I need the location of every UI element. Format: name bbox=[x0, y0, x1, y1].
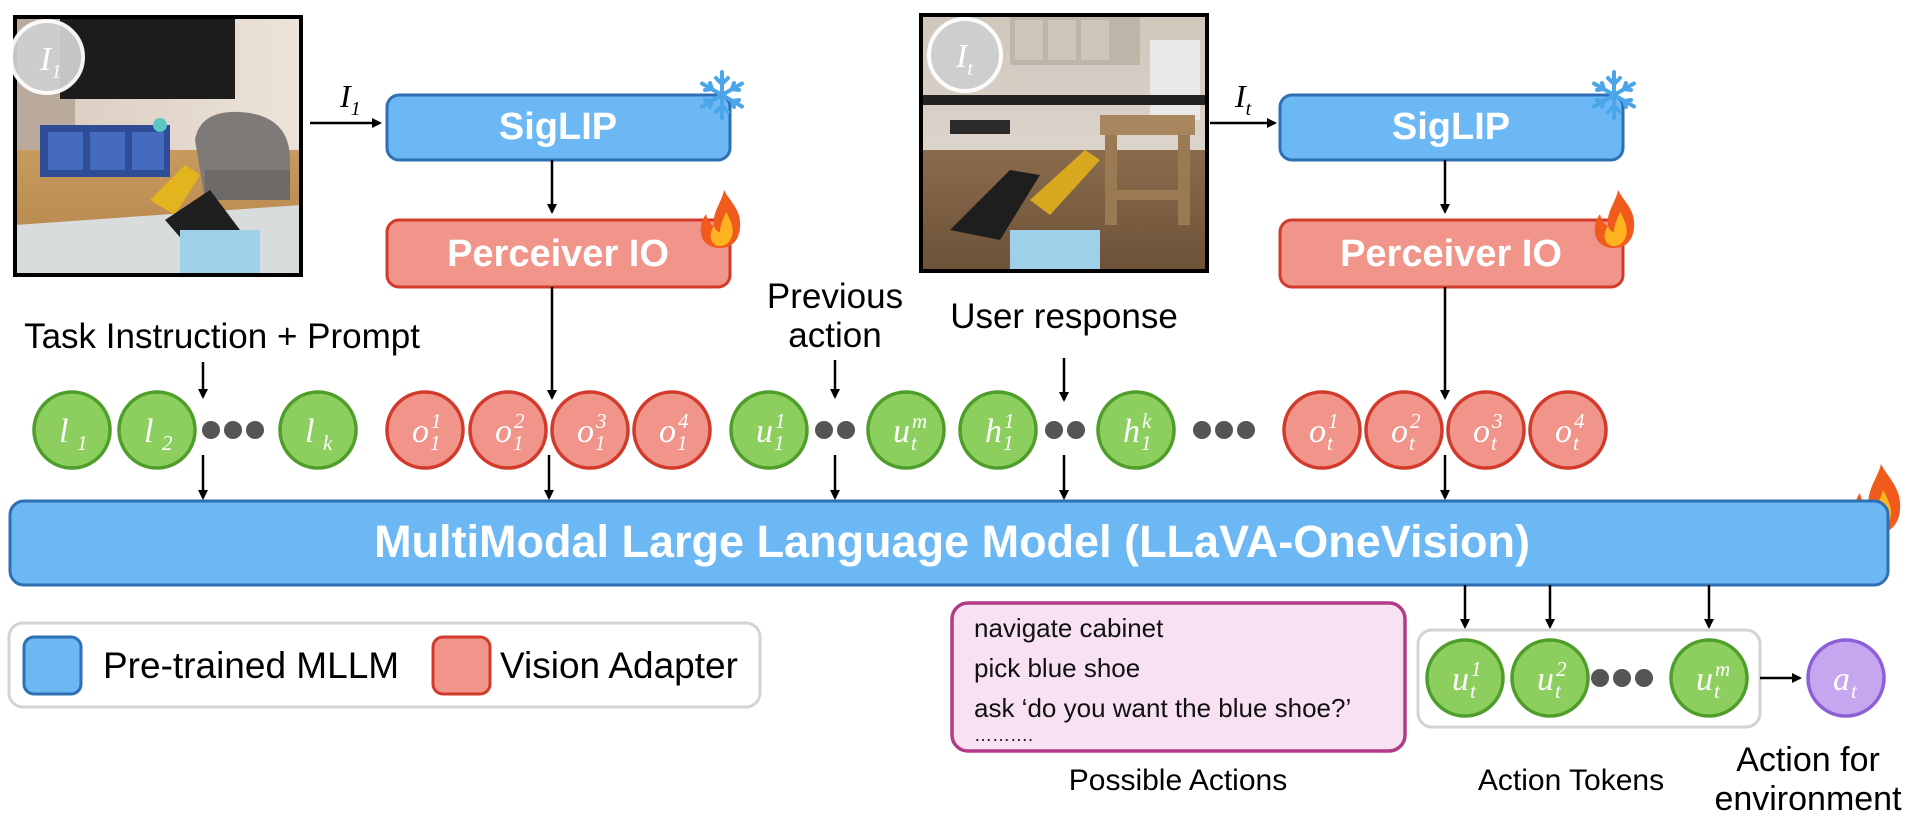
ellipsis-dots bbox=[815, 421, 855, 439]
encoder-column-1: I1 SigLIP Perceiver IO bbox=[310, 78, 732, 400]
environment-action-token-label: at bbox=[1833, 661, 1858, 703]
possible-action-item: navigate cabinet bbox=[974, 613, 1164, 643]
previous-action-label-line2: action bbox=[788, 316, 881, 355]
ellipsis-dots bbox=[202, 421, 264, 439]
mllm-box bbox=[8, 499, 1890, 587]
image-1-label: I1 bbox=[39, 41, 61, 83]
fire-icon bbox=[700, 190, 741, 248]
legend: Pre-trained MLLM Vision Adapter bbox=[7, 621, 762, 709]
possible-action-item: ………. bbox=[974, 725, 1033, 745]
perceiver-label-1: Perceiver IO bbox=[447, 233, 669, 275]
ellipsis-dots bbox=[1193, 421, 1255, 439]
image-t-arrow-label: It bbox=[1234, 78, 1252, 120]
snowflake-icon bbox=[1592, 70, 1636, 120]
token-to-mllm-arrows bbox=[198, 455, 1450, 500]
perceiver-box-1 bbox=[385, 218, 732, 289]
legend-swatch-adapter bbox=[431, 635, 492, 696]
previous-action-label-line1: Previous bbox=[767, 277, 903, 316]
possible-action-item: ask ‘do you want the blue shoe?’ bbox=[974, 693, 1351, 723]
mllm-to-output-arrows bbox=[1460, 585, 1714, 629]
snowflake-icon bbox=[700, 70, 744, 120]
legend-swatch-pretrained bbox=[22, 635, 83, 696]
action-caption-line1: Action for bbox=[1736, 741, 1880, 779]
perceiver-label-t: Perceiver IO bbox=[1340, 233, 1562, 275]
possible-actions-caption: Possible Actions bbox=[1069, 764, 1287, 797]
legend-adapter-label: Vision Adapter bbox=[500, 645, 738, 686]
image-t-label: It bbox=[955, 38, 973, 80]
legend-pretrained-label: Pre-trained MLLM bbox=[103, 645, 399, 686]
task-instruction-label: Task Instruction + Prompt bbox=[24, 317, 420, 356]
fire-icon bbox=[1594, 190, 1635, 248]
image-1-arrow-label: I1 bbox=[339, 78, 361, 120]
possible-actions-box: navigate cabinet pick blue shoe ask ‘do … bbox=[950, 601, 1407, 753]
user-response-label: User response bbox=[950, 297, 1178, 336]
possible-action-item: pick blue shoe bbox=[974, 653, 1140, 683]
siglip-label-1: SigLIP bbox=[499, 106, 617, 148]
encoder-column-t: It SigLIP Perceiver IO bbox=[1210, 78, 1625, 400]
ellipsis-dots bbox=[1045, 421, 1085, 439]
scene-image-1: I1 bbox=[9, 15, 303, 277]
perceiver-box-t bbox=[1278, 218, 1625, 289]
mllm-label: MultiModal Large Language Model (LLaVA-O… bbox=[374, 516, 1530, 567]
action-tokens-caption: Action Tokens bbox=[1478, 764, 1664, 797]
environment-action-token: at bbox=[1806, 638, 1886, 718]
siglip-box-1 bbox=[385, 93, 732, 162]
siglip-label-t: SigLIP bbox=[1392, 106, 1510, 148]
scene-image-2: It bbox=[919, 13, 1209, 273]
ellipsis-dots bbox=[1591, 669, 1653, 687]
siglip-box-t bbox=[1278, 93, 1625, 162]
action-caption-line2: environment bbox=[1714, 780, 1902, 818]
